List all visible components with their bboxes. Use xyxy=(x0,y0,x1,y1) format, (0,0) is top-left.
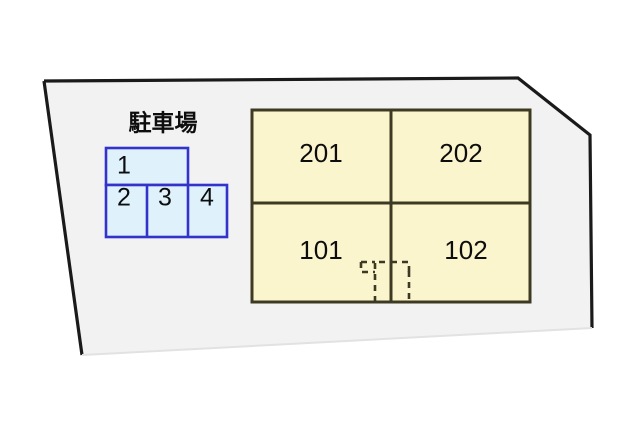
apartment-building: 201 202 101 102 xyxy=(250,108,532,304)
parking-stall-3-label: 3 xyxy=(158,184,172,212)
site-boundary-stroke-left xyxy=(42,80,84,356)
unit-201-label: 201 xyxy=(299,138,342,168)
parking-stall-1-label: 1 xyxy=(117,152,131,180)
site-boundary-stroke-bottom xyxy=(81,327,593,356)
unit-102-label: 102 xyxy=(444,235,487,265)
parking-title: 駐車場 xyxy=(129,110,198,137)
parking-stall-2-label: 2 xyxy=(117,184,131,212)
entrance-porch-icon xyxy=(359,260,413,302)
unit-202-label: 202 xyxy=(439,138,482,168)
unit-202[interactable]: 202 xyxy=(391,110,530,203)
parking-stall-4[interactable]: 4 xyxy=(188,184,227,237)
parking-stall-2[interactable]: 2 xyxy=(106,184,147,237)
building-outline xyxy=(250,108,532,304)
entrance-porch-left-step xyxy=(359,262,375,274)
parking-row-lower-outline xyxy=(104,183,229,239)
parking-area: 駐車場 1 2 3 4 xyxy=(104,110,229,239)
entrance-porch-right-top xyxy=(391,260,413,273)
unit-102[interactable]: 102 xyxy=(391,203,530,302)
parking-stall-1-fill[interactable] xyxy=(106,148,188,185)
unit-201[interactable]: 201 xyxy=(252,110,391,203)
parking-stall-4-label: 4 xyxy=(200,184,214,212)
site-boundary-stroke-main xyxy=(43,76,594,329)
parking-row-lower-fill xyxy=(106,185,227,237)
parking-stall-3[interactable]: 3 xyxy=(147,184,188,237)
unit-101[interactable]: 101 xyxy=(252,203,391,302)
parking-stall-1[interactable]: 1 xyxy=(104,146,190,187)
parking-row-lower: 2 3 4 xyxy=(104,183,229,239)
entrance-porch-left xyxy=(373,260,391,302)
unit-101-label: 101 xyxy=(299,235,342,265)
